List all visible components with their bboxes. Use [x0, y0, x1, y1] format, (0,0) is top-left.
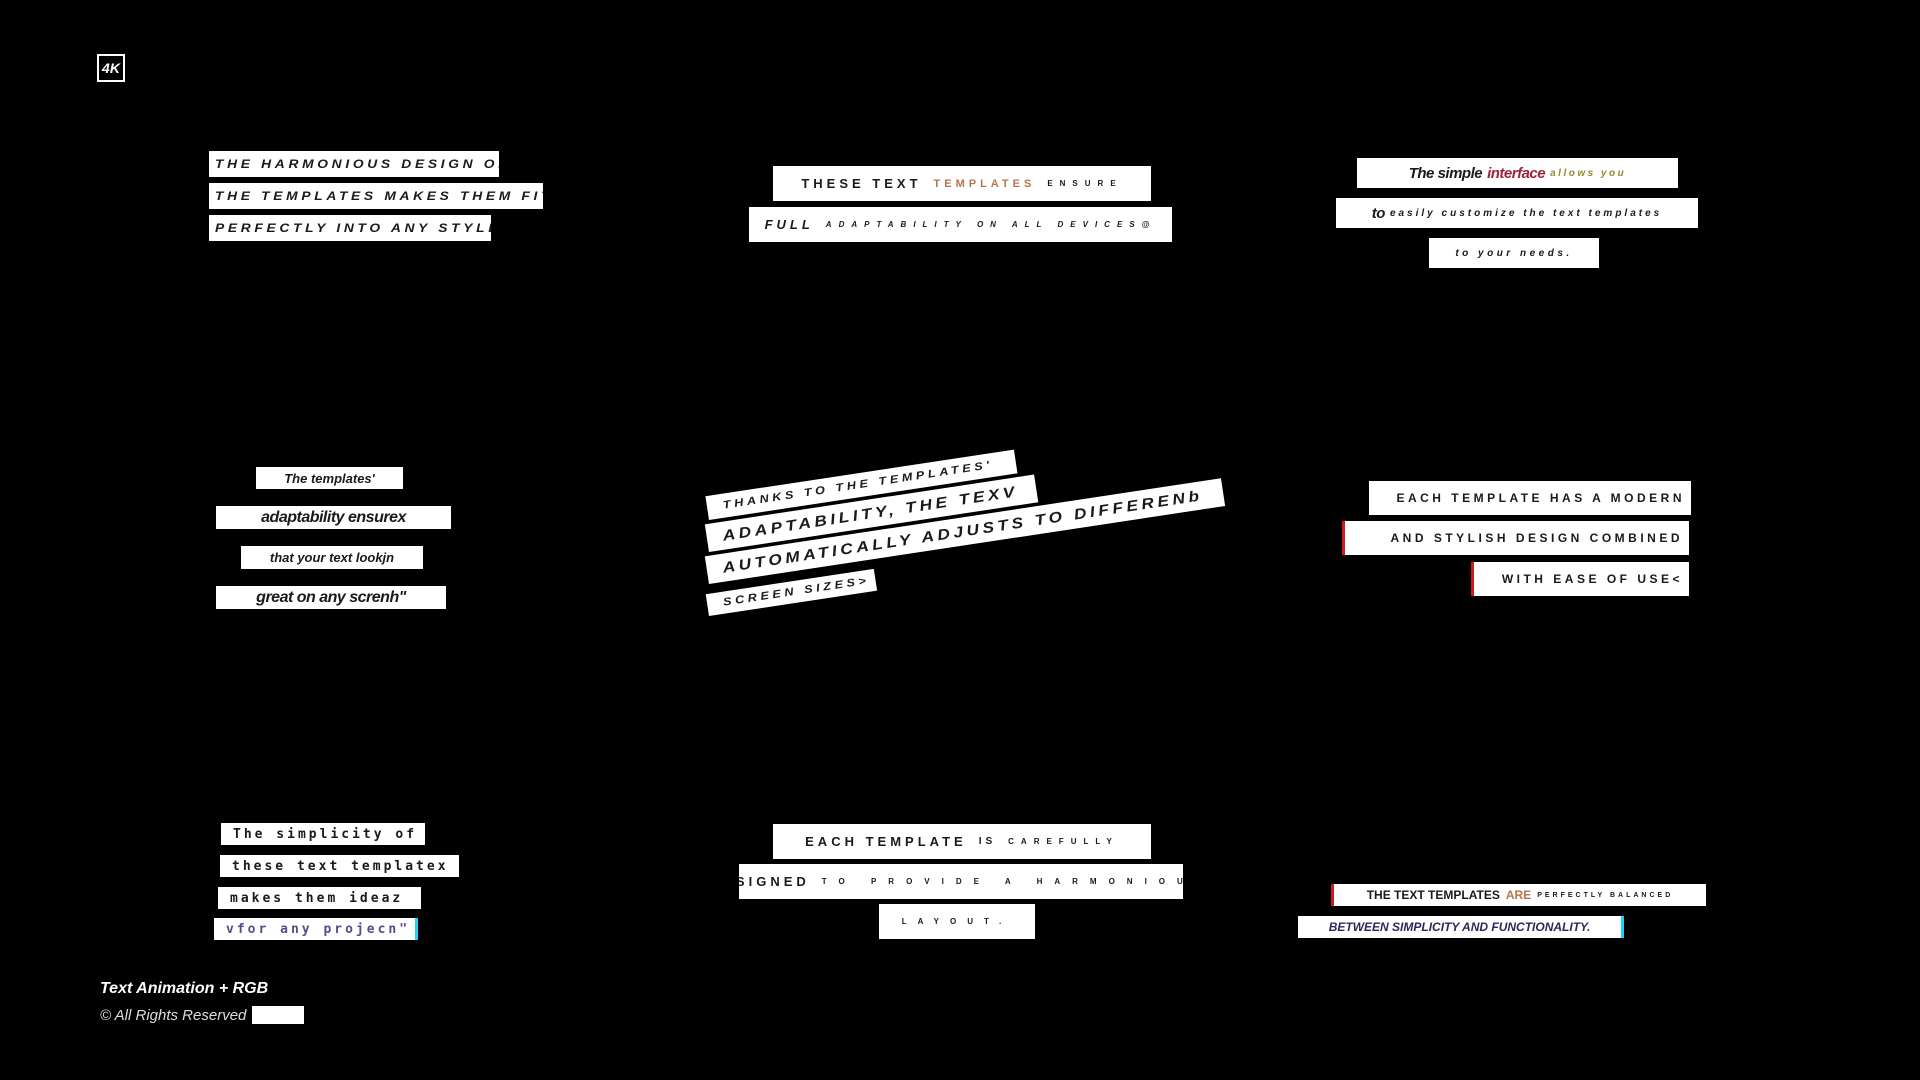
text-line: BETWEEN SIMPLICITY AND FUNCTIONALITY.: [1298, 916, 1621, 938]
text-line: THE HARMONIOUS DESIGN OF: [209, 151, 499, 177]
line-text: ARE: [1505, 888, 1532, 902]
text-line: THE TEMPLATES MAKES THEM FIT: [209, 183, 543, 209]
copyright-text: © All Rights Reserved: [100, 1006, 247, 1024]
redacted-block: [252, 1006, 305, 1024]
text-line: adaptability ensurex: [216, 506, 451, 529]
line-text: interface: [1487, 164, 1546, 182]
line-text: WITH EASE OF USE<: [1501, 572, 1683, 586]
line-text: AND STYLISH DESIGN COMBINED: [1390, 531, 1683, 545]
text-line: to your needs.: [1429, 238, 1599, 268]
line-text: that your text lookjn: [269, 550, 395, 565]
line-text: BETWEEN SIMPLICITY AND FUNCTIONALITY.: [1328, 920, 1591, 934]
line-text: ADAPTABILITY ON ALL DEVICES@: [825, 220, 1157, 229]
line-text: FULL: [764, 217, 814, 232]
text-line: great on any screnh": [216, 586, 446, 609]
line-text: EACH TEMPLATE HAS A MODERN: [1396, 491, 1685, 505]
line-text: IS: [978, 836, 997, 847]
4k-badge: 4K: [97, 54, 125, 82]
line-text: allows you: [1550, 167, 1627, 179]
line-text: makes them ideaz: [230, 890, 404, 906]
line-text: these text templatex: [232, 858, 449, 874]
text-line: PERFECTLY INTO ANY STYLE>: [209, 215, 491, 241]
text-line: that your text lookjn: [241, 546, 423, 569]
text-line: EACH TEMPLATE IS CAREFULLY: [773, 824, 1151, 859]
line-text: CAREFULLY: [1008, 837, 1119, 846]
text-line: THE TEXT TEMPLATES ARE PERFECTLY BALANCE…: [1334, 884, 1706, 906]
text-line: AND STYLISH DESIGN COMBINED: [1345, 521, 1689, 555]
line-text: TEMPLATES: [933, 177, 1036, 190]
text-line: FULL ADAPTABILITY ON ALL DEVICES@: [749, 207, 1172, 242]
footer-title: Text Animation + RGB: [100, 980, 269, 997]
line-text: PERFECTLY BALANCED: [1537, 891, 1674, 899]
line-text: easily customize the text templates: [1389, 207, 1663, 219]
text-line: DESIGNED TO PROVIDE A HARMONIOUS: [739, 864, 1183, 899]
line-text: to: [1371, 204, 1386, 222]
line-text: PERFECTLY INTO ANY STYLE>: [215, 221, 491, 235]
text-line: LAYOUT.: [879, 904, 1035, 939]
text-line: The simplicity of: [221, 823, 425, 845]
text-line: WITH EASE OF USE<: [1474, 562, 1689, 596]
line-text: LAYOUT.: [901, 917, 1013, 926]
text-line: vfor any projecn": [214, 918, 415, 940]
line-text: SCREEN SIZES>: [722, 574, 871, 609]
line-text: THE HARMONIOUS DESIGN OF: [215, 157, 499, 171]
line-text: to your needs.: [1455, 247, 1573, 259]
line-text: vfor any projecn": [226, 921, 411, 937]
line-text: The simplicity of: [233, 826, 418, 842]
text-line: The simple interface allows you: [1357, 158, 1678, 188]
line-text: great on any screnh": [256, 588, 406, 606]
line-text: THESE TEXT: [801, 176, 922, 191]
text-line: to easily customize the text templates: [1336, 198, 1698, 228]
line-text: adaptability ensurex: [261, 508, 406, 526]
text-line: these text templatex: [220, 855, 459, 877]
line-text: TO PROVIDE A HARMONIOUS: [821, 877, 1183, 886]
line-text: DESIGNED: [739, 874, 810, 889]
line-text: The simple: [1408, 164, 1483, 182]
footer-copyright: © All Rights Reserved: [100, 1006, 305, 1024]
line-text: EACH TEMPLATE: [805, 834, 967, 849]
line-text: THE TEXT TEMPLATES: [1366, 888, 1500, 902]
text-line: makes them ideaz: [218, 887, 421, 909]
text-line: EACH TEMPLATE HAS A MODERN: [1369, 481, 1691, 515]
line-text: ENSURE: [1047, 179, 1123, 188]
text-line: THESE TEXT TEMPLATES ENSURE: [773, 166, 1151, 201]
text-line: The templates': [256, 467, 403, 489]
line-text: THE TEMPLATES MAKES THEM FIT: [215, 189, 543, 203]
line-text: The templates': [284, 470, 375, 486]
